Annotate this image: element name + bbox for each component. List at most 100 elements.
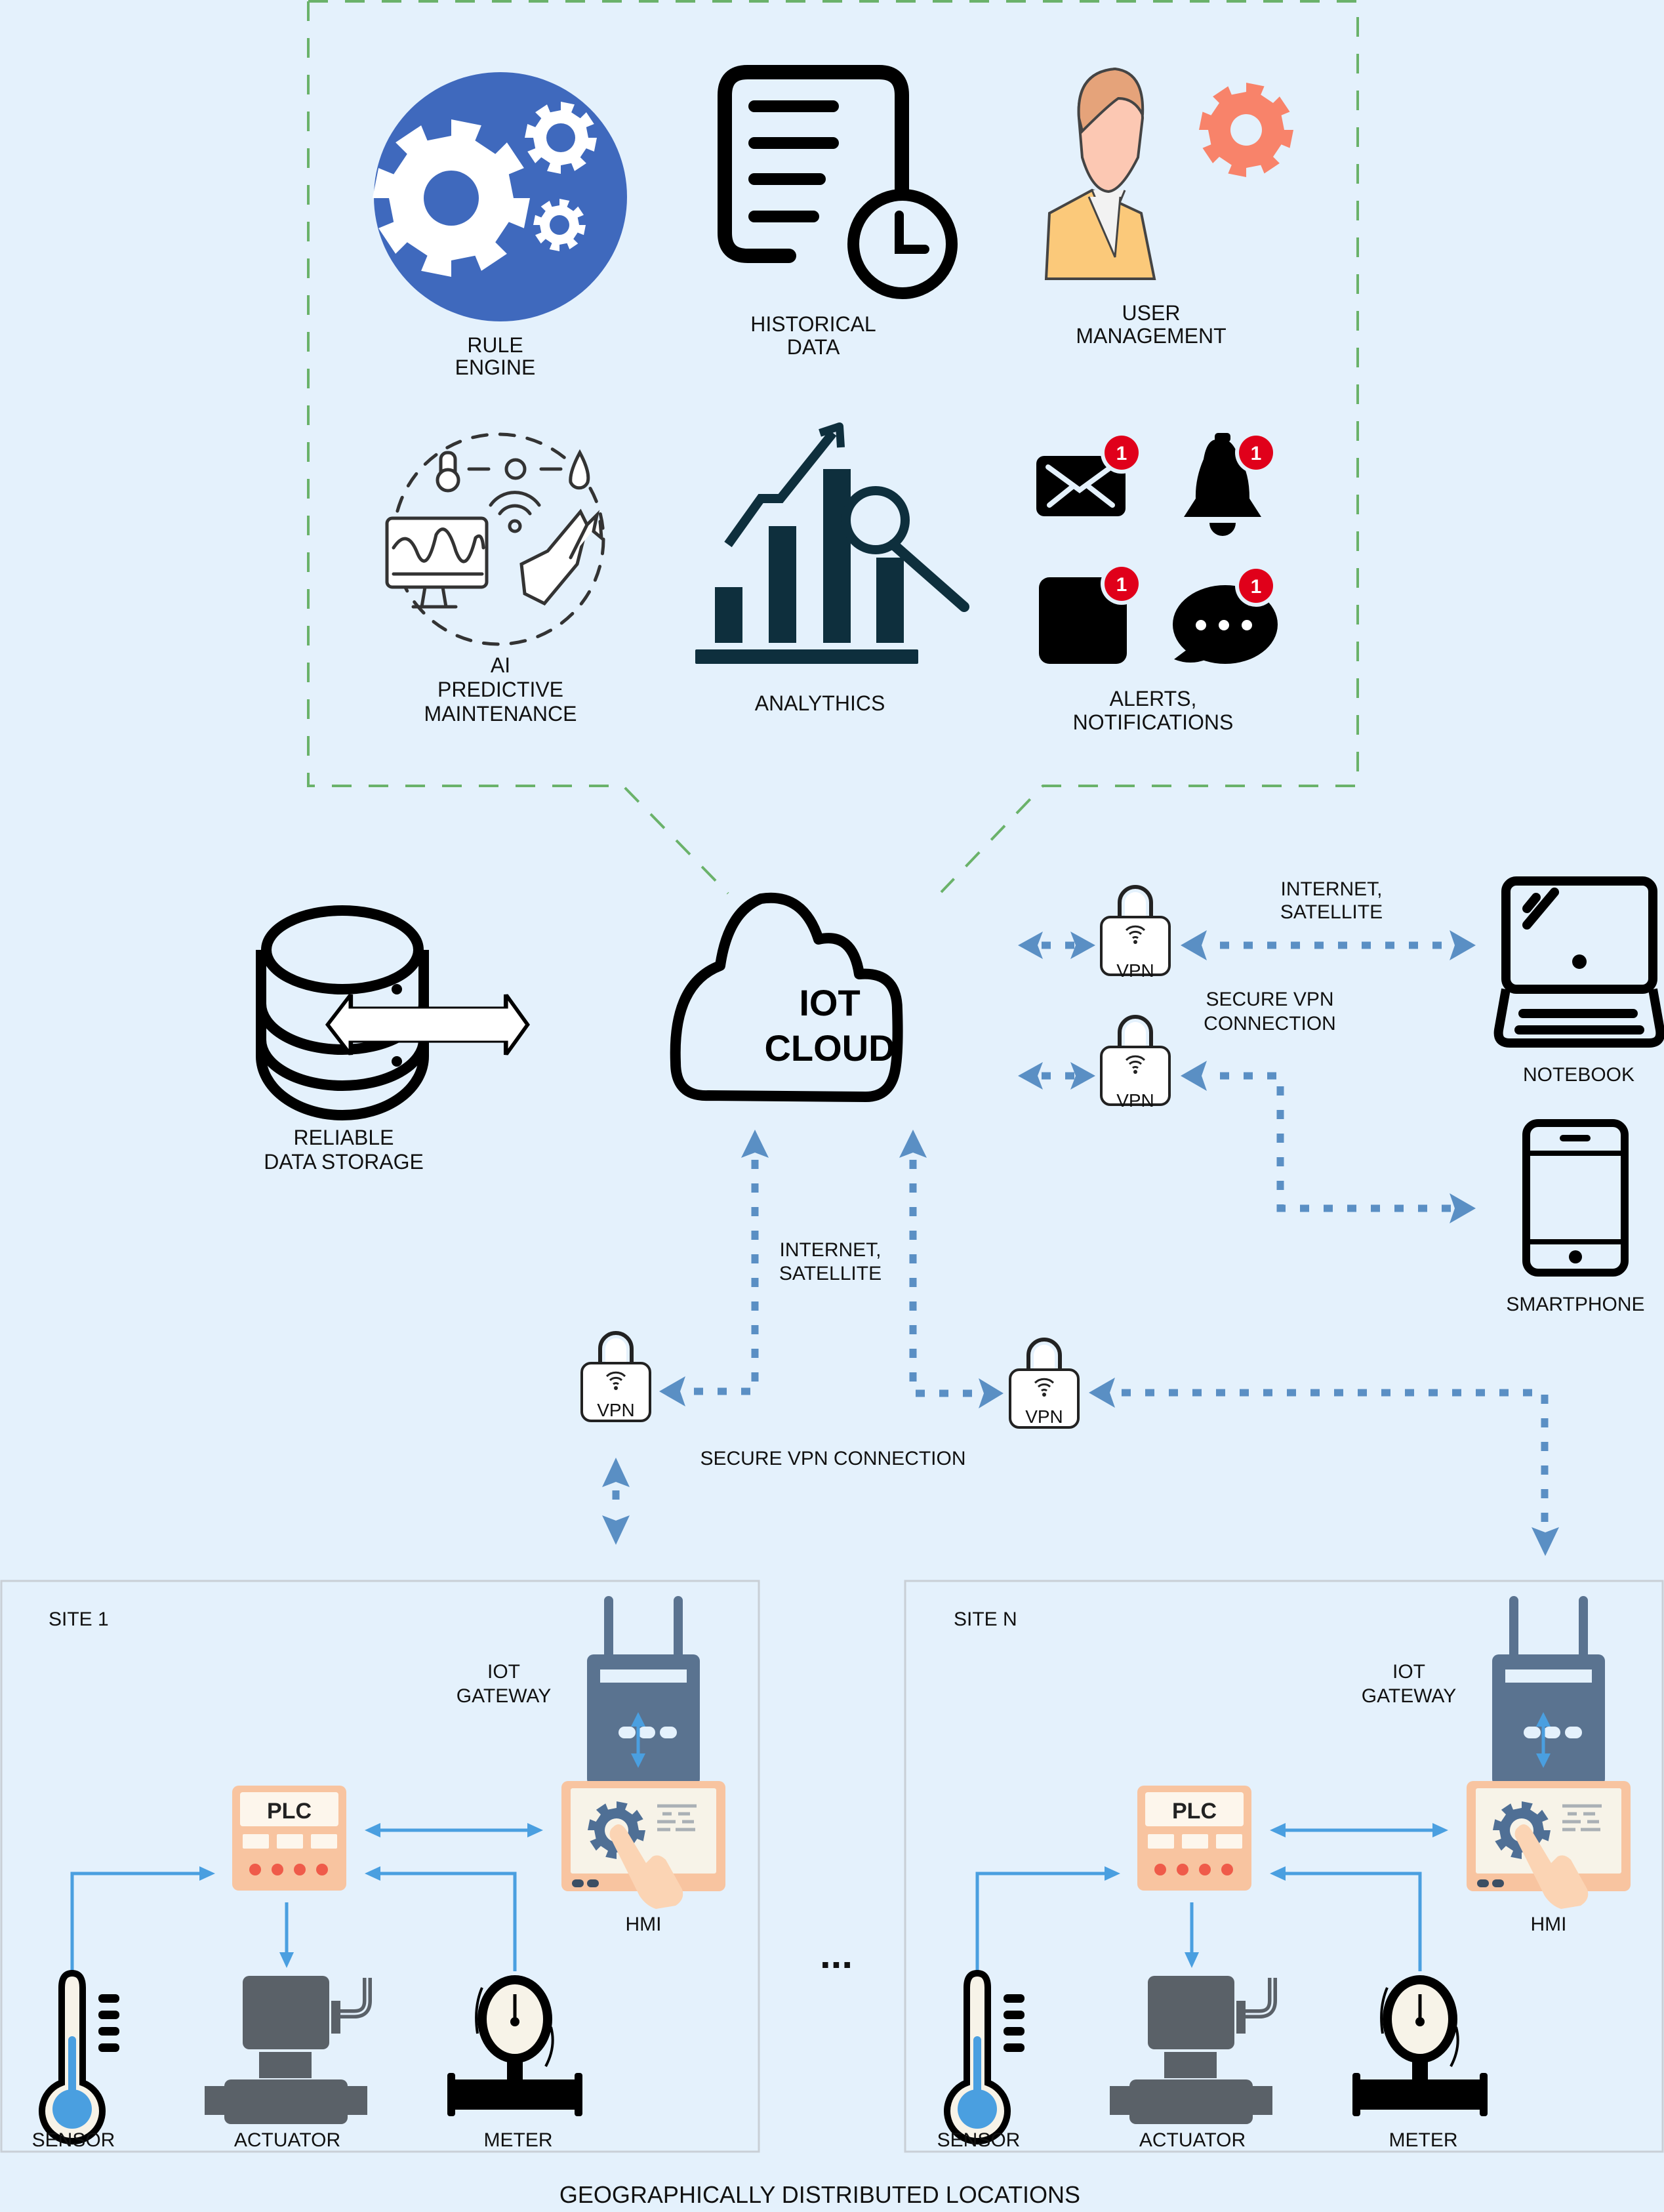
gateway-label-1: IOT bbox=[487, 1661, 520, 1683]
vpn-text: VPN bbox=[597, 1400, 635, 1420]
document-clock-icon bbox=[718, 65, 958, 299]
vpn-lock-smartphone[interactable]: VPN bbox=[1101, 1017, 1169, 1111]
analytics-service[interactable]: ANALYTHICS bbox=[695, 422, 969, 715]
plc-label: PLC bbox=[267, 1799, 312, 1824]
smartphone-label: SMARTPHONE bbox=[1506, 1294, 1644, 1315]
meter-device[interactable]: METER bbox=[1352, 1975, 1488, 2151]
router-icon bbox=[587, 1596, 700, 1786]
vpn-text: VPN bbox=[1116, 1090, 1154, 1111]
vpn-lock-notebook[interactable]: VPN bbox=[1101, 887, 1169, 981]
vpn-text: VPN bbox=[1025, 1406, 1063, 1427]
notebook-device[interactable]: NOTEBOOK bbox=[1493, 876, 1664, 1086]
remote-link-label-2: SATELLITE bbox=[1280, 901, 1383, 923]
bar-chart-magnifier-icon bbox=[695, 422, 969, 664]
site-title: SITE 1 bbox=[49, 1608, 109, 1630]
rule-engine-label-1: RULE bbox=[467, 333, 523, 357]
meter-label: METER bbox=[484, 2129, 553, 2151]
svg-text:1: 1 bbox=[1116, 443, 1127, 464]
sensor-device[interactable]: SENSOR bbox=[937, 1969, 1025, 2151]
gear-medium-icon bbox=[525, 102, 597, 174]
actuator-label: ACTUATOR bbox=[234, 2129, 340, 2151]
remote-link-label-1: INTERNET, bbox=[1280, 878, 1382, 900]
plc-label: PLC bbox=[1172, 1799, 1217, 1824]
hmi-touchscreen-icon bbox=[1467, 1781, 1631, 1909]
database-icon bbox=[256, 905, 429, 1120]
plc-icon bbox=[232, 1786, 346, 1891]
rule-engine-service[interactable]: RULE ENGINE bbox=[373, 72, 627, 379]
storage-cloud-double-arrow bbox=[325, 994, 530, 1055]
gateway-label-2: GATEWAY bbox=[1362, 1685, 1456, 1707]
alerts-notifications-service[interactable]: 1 1 1 1 ALERTS, NOTIFICATIONS bbox=[1036, 432, 1278, 734]
rule-engine-label-2: ENGINE bbox=[455, 356, 536, 379]
site-link-label-1: INTERNET, bbox=[779, 1239, 881, 1261]
notebook-label: NOTEBOOK bbox=[1523, 1064, 1634, 1086]
vpn-lock-site1[interactable]: VPN bbox=[582, 1333, 650, 1421]
svg-text:1: 1 bbox=[1251, 443, 1262, 464]
predictive-maintenance-icon bbox=[385, 432, 605, 646]
sensor-label: SENSOR bbox=[32, 2129, 115, 2151]
site-title: SITE N bbox=[954, 1608, 1017, 1630]
storage-label-2: DATA STORAGE bbox=[264, 1150, 424, 1174]
mail-icon bbox=[1036, 456, 1126, 516]
actuator-device[interactable]: ACTUATOR bbox=[205, 1976, 372, 2151]
pressure-gauge-icon bbox=[447, 1975, 582, 2116]
user-gear-icon bbox=[1044, 67, 1293, 280]
ai-predictive-maintenance-service[interactable]: AI PREDICTIVE MAINTENANCE bbox=[385, 432, 605, 726]
sites-ellipsis: ... bbox=[820, 1933, 853, 1976]
plc-device[interactable]: PLC bbox=[1137, 1786, 1251, 1891]
notification-badge: 1 bbox=[1101, 432, 1143, 474]
site-uplinks bbox=[602, 1130, 1559, 1556]
storage-label-1: RELIABLE bbox=[294, 1126, 394, 1149]
ai-label-1: AI bbox=[491, 653, 510, 677]
sensor-label: SENSOR bbox=[937, 2129, 1021, 2151]
thermometer-icon bbox=[39, 1969, 119, 2145]
sensor-device[interactable]: SENSOR bbox=[32, 1969, 119, 2151]
ai-label-3: MAINTENANCE bbox=[424, 702, 577, 726]
cloud-label-1: IOT bbox=[799, 982, 860, 1023]
user-management-label-2: MANAGEMENT bbox=[1076, 324, 1226, 348]
user-management-service[interactable]: USER MANAGEMENT bbox=[1044, 67, 1293, 348]
notification-badge: 1 bbox=[1235, 432, 1277, 474]
historical-data-service[interactable]: HISTORICAL DATA bbox=[718, 65, 958, 359]
data-storage-node[interactable]: RELIABLE DATA STORAGE bbox=[256, 905, 429, 1174]
iot-cloud-node[interactable]: IOT CLOUD bbox=[670, 892, 903, 1102]
pressure-gauge-icon bbox=[1352, 1975, 1488, 2116]
smartphone-device[interactable]: SMARTPHONE bbox=[1506, 1119, 1645, 1315]
remote-access-links bbox=[1018, 930, 1476, 1223]
notification-badge: 1 bbox=[1101, 563, 1143, 605]
gateway-label-1: IOT bbox=[1392, 1661, 1425, 1683]
gateway-label-2: GATEWAY bbox=[457, 1685, 551, 1707]
actuator-device[interactable]: ACTUATOR bbox=[1110, 1976, 1277, 2151]
historical-data-label-2: DATA bbox=[787, 335, 840, 359]
svg-text:1: 1 bbox=[1251, 576, 1262, 598]
cloud-icon bbox=[670, 892, 903, 1102]
vpn-lock-siten[interactable]: VPN bbox=[1010, 1340, 1078, 1427]
site-link-label-2: SATELLITE bbox=[779, 1263, 882, 1284]
meter-device[interactable]: METER bbox=[447, 1975, 582, 2151]
router-icon bbox=[1492, 1596, 1605, 1786]
hmi-touchscreen-icon bbox=[561, 1781, 725, 1909]
gear-large-icon bbox=[373, 119, 530, 277]
site-border bbox=[904, 1580, 1664, 2153]
laptop-icon bbox=[1493, 876, 1664, 1048]
historical-data-label-1: HISTORICAL bbox=[750, 312, 876, 336]
ai-label-2: PREDICTIVE bbox=[437, 678, 563, 701]
meter-label: METER bbox=[1389, 2129, 1458, 2151]
bell-icon bbox=[1184, 433, 1261, 536]
message-icon bbox=[1039, 577, 1127, 664]
remote-vpn-label-1: SECURE VPN bbox=[1206, 989, 1333, 1010]
hmi-device[interactable]: HMI bbox=[561, 1781, 725, 1935]
smartphone-icon bbox=[1522, 1119, 1629, 1277]
thermometer-icon bbox=[944, 1969, 1025, 2145]
plc-device[interactable]: PLC bbox=[232, 1786, 346, 1891]
platform-container bbox=[307, 0, 1359, 895]
notifications-icon: 1 1 1 1 bbox=[1036, 432, 1278, 664]
site-border bbox=[0, 1580, 760, 2153]
actuator-label: ACTUATOR bbox=[1139, 2129, 1246, 2151]
hmi-device[interactable]: HMI bbox=[1467, 1781, 1631, 1935]
valve-actuator-icon bbox=[205, 1976, 372, 2124]
